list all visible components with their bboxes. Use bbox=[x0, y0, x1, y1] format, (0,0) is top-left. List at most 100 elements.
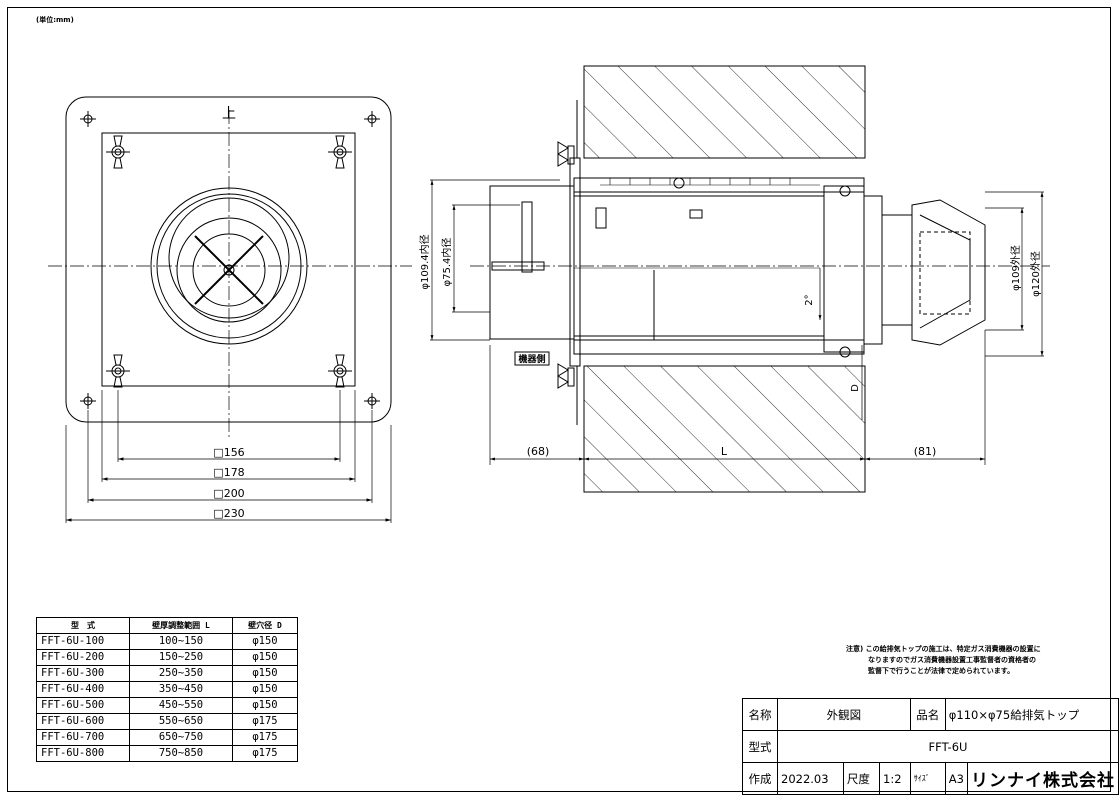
left-flange bbox=[569, 157, 581, 367]
header-model: 型 式 bbox=[36, 617, 130, 634]
inner-clamp bbox=[521, 201, 533, 273]
side-view bbox=[430, 65, 1050, 493]
cell-hole: φ150 bbox=[232, 633, 298, 650]
title-block: 名称 外観図 品名 φ110×φ75給排気トップ 型式 FFT-6U 作成 20… bbox=[742, 698, 1119, 795]
company-name: リンナイ株式会社 bbox=[966, 762, 1119, 795]
label-inner-109: φ109.4内径 bbox=[418, 234, 431, 289]
cap-inner-dashed bbox=[919, 231, 971, 315]
model-value: FFT-6U bbox=[777, 730, 1119, 763]
front-extension-lines bbox=[65, 390, 392, 523]
cell-range: 750~850 bbox=[129, 745, 233, 762]
wing-nut-top bbox=[557, 141, 575, 167]
created-value: 2022.03 bbox=[777, 762, 844, 795]
note-line-2: なりますのでガス消費機器設置工事監督者の資格者の bbox=[868, 656, 1036, 664]
cell-model: FFT-6U-300 bbox=[36, 665, 130, 682]
cell-range: 650~750 bbox=[129, 729, 233, 746]
scale-ticks bbox=[609, 178, 791, 185]
dim-length: L bbox=[721, 445, 728, 458]
cell-model: FFT-6U-200 bbox=[36, 649, 130, 666]
name-label: 名称 bbox=[742, 698, 778, 731]
header-range: 壁厚調整範囲 L bbox=[129, 617, 233, 634]
cell-range: 150~250 bbox=[129, 649, 233, 666]
label-outer-120: φ120外径 bbox=[1029, 251, 1042, 297]
cell-range: 250~350 bbox=[129, 665, 233, 682]
cap-neck bbox=[881, 214, 913, 326]
dim-81: (81) bbox=[914, 445, 937, 458]
unit-note: (単位:mm) bbox=[36, 16, 74, 24]
dim-230: □230 bbox=[213, 507, 244, 520]
cell-hole: φ175 bbox=[232, 713, 298, 730]
label-device-side: 機器側 bbox=[518, 353, 545, 365]
outer-sleeve-end bbox=[823, 185, 865, 353]
scale-label: 尺度 bbox=[842, 762, 881, 795]
dim-68: (68) bbox=[527, 445, 550, 458]
label-inner-75: φ75.4内径 bbox=[440, 238, 453, 287]
side-dimension-lines bbox=[430, 179, 1044, 465]
cell-model: FFT-6U-800 bbox=[36, 745, 130, 762]
product-value: φ110×φ75給排気トップ bbox=[944, 698, 1119, 731]
title-row-meta: 作成 2022.03 尺度 1:2 ｻｲｽﾞ A3 リンナイ株式会社 bbox=[742, 762, 1119, 795]
cell-range: 350~450 bbox=[129, 681, 233, 698]
cell-range: 550~650 bbox=[129, 713, 233, 730]
cell-model: FFT-6U-600 bbox=[36, 713, 130, 730]
wing-screws bbox=[106, 135, 352, 388]
wing-nut-bottom bbox=[557, 363, 575, 389]
outer-sleeve-top bbox=[573, 177, 865, 193]
size-value: A3 bbox=[944, 762, 968, 795]
product-label: 品名 bbox=[909, 698, 946, 731]
outer-plate bbox=[65, 96, 392, 423]
cell-hole: φ175 bbox=[232, 745, 298, 762]
cell-model: FFT-6U-500 bbox=[36, 697, 130, 714]
note-line-3: 監督下で行うことが法律で定められています。 bbox=[868, 667, 1015, 675]
cell-hole: φ150 bbox=[232, 665, 298, 682]
device-side-box bbox=[514, 351, 550, 366]
cell-model: FFT-6U-100 bbox=[36, 633, 130, 650]
outer-sleeve-bottom bbox=[573, 339, 865, 355]
spec-header-row: 型 式 壁厚調整範囲 L 壁穴径 D bbox=[36, 617, 298, 634]
dim-156: □156 bbox=[213, 446, 244, 459]
wall-lower bbox=[583, 365, 866, 493]
wall-upper bbox=[583, 65, 866, 159]
cell-hole: φ150 bbox=[232, 649, 298, 666]
label-outer-109: φ109外径 bbox=[1009, 245, 1022, 291]
cell-hole: φ150 bbox=[232, 681, 298, 698]
created-label: 作成 bbox=[742, 762, 778, 795]
cell-model: FFT-6U-700 bbox=[36, 729, 130, 746]
cell-model: FFT-6U-400 bbox=[36, 681, 130, 698]
cell-range: 450~550 bbox=[129, 697, 233, 714]
latch-left bbox=[595, 207, 607, 229]
joint-ring bbox=[863, 195, 883, 345]
front-dimension-lines bbox=[66, 457, 391, 522]
note-line-1: 注意) この給排気トップの施工は、特定ガス消費機器の設置に bbox=[846, 645, 1041, 653]
center-lines bbox=[48, 110, 412, 440]
header-hole: 壁穴径 D bbox=[232, 617, 298, 634]
name-value: 外観図 bbox=[777, 698, 911, 731]
dim-200: □200 bbox=[213, 487, 244, 500]
cell-hole: φ150 bbox=[232, 697, 298, 714]
cell-range: 100~150 bbox=[129, 633, 233, 650]
installation-note: 注意) この給排気トップの施工は、特定ガス消費機器の設置に なりますのでガス消費… bbox=[846, 644, 1041, 677]
corner-holes bbox=[80, 111, 380, 409]
sheet-border bbox=[7, 7, 1111, 792]
label-wall-hole: D bbox=[850, 384, 861, 392]
title-row-model: 型式 FFT-6U bbox=[742, 730, 1119, 763]
inner-plate bbox=[101, 132, 356, 387]
dim-178: □178 bbox=[213, 466, 244, 479]
model-label: 型式 bbox=[742, 730, 778, 763]
cell-hole: φ175 bbox=[232, 729, 298, 746]
front-view bbox=[48, 96, 412, 523]
scale-value: 1:2 bbox=[879, 762, 911, 795]
title-row-name: 名称 外観図 品名 φ110×φ75給排気トップ bbox=[742, 698, 1119, 731]
label-slope: 2° bbox=[804, 294, 815, 305]
